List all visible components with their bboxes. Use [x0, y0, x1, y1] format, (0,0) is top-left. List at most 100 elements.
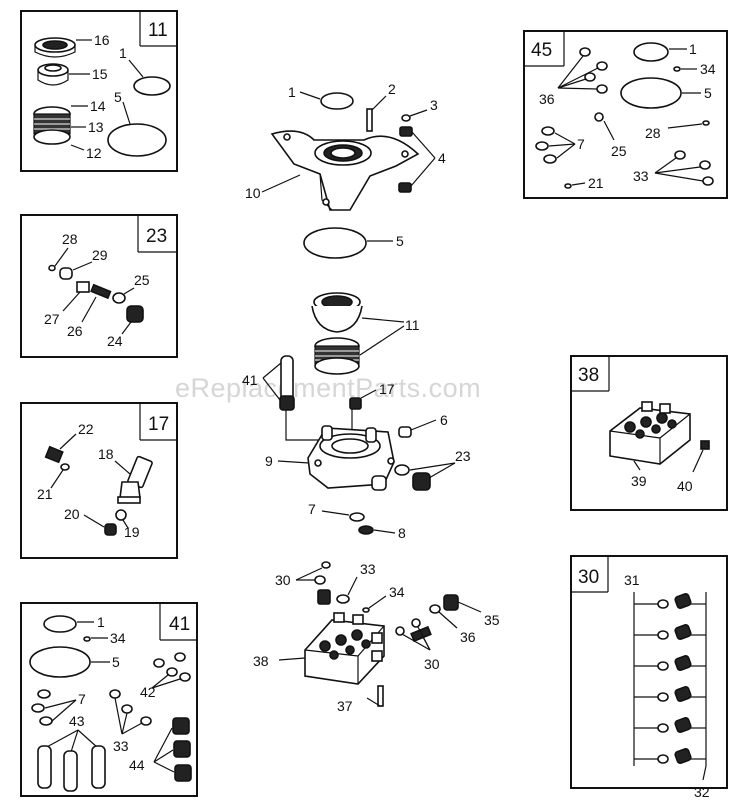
kit-30-oring	[657, 754, 669, 764]
kit-23-part-25	[112, 292, 126, 304]
main-label-23: 23	[455, 448, 471, 464]
kit-23-part-27	[76, 281, 90, 293]
kit-23-part-24-plug	[126, 305, 144, 323]
kit-23-part-29	[59, 267, 73, 280]
main-label-33: 33	[360, 561, 376, 577]
kit-30-number: 30	[578, 567, 599, 588]
main-label-38: 38	[253, 653, 269, 669]
kit-41-label-33: 33	[113, 738, 129, 754]
kit-11-number: 11	[148, 20, 168, 41]
main-label-5: 5	[396, 233, 404, 249]
kit-41-part-42a	[153, 658, 165, 668]
kit-11-label-16: 16	[94, 32, 110, 48]
kit-41-part-33b	[121, 704, 133, 714]
kit-30-label-32: 32	[694, 784, 710, 800]
kit-45-label-28: 28	[645, 125, 661, 141]
main-part-30c	[395, 626, 405, 636]
kit-45-part-34	[673, 66, 681, 72]
kit-41-part-33a	[109, 689, 121, 699]
kit-45-label-25: 25	[611, 143, 627, 159]
kit-11-label-12: 12	[86, 145, 102, 161]
watermark: eReplacementParts.com	[175, 373, 481, 403]
kit-11-label-1: 1	[119, 45, 127, 61]
kit-41-label-42: 42	[140, 684, 156, 700]
kit-45-box[interactable]: 45 1 34 36 5 28 25 7	[523, 30, 728, 199]
kit-45-part-7a	[541, 126, 555, 136]
kit-41-part-43b	[63, 750, 78, 792]
kit-41-number: 41	[169, 614, 190, 635]
main-part-8	[358, 525, 374, 535]
kit-11-label-13: 13	[88, 119, 104, 135]
main-label-6: 6	[440, 412, 448, 428]
main-part-41-plug	[279, 395, 295, 411]
kit-41-label-7: 7	[78, 691, 86, 707]
kit-30-spring	[674, 717, 692, 733]
main-part-41-piston	[280, 355, 294, 403]
kit-41-part-33c	[140, 716, 152, 726]
kit-30-spring	[674, 748, 692, 764]
kit-23-number: 23	[146, 226, 167, 247]
kit-17-part-20	[104, 523, 117, 536]
kit-45-part-33c	[702, 176, 714, 186]
kit-23-box[interactable]: 23 28 29 25 27 26 24	[20, 214, 178, 358]
main-part-1-oring	[320, 92, 354, 110]
kit-45-label-5: 5	[704, 85, 712, 101]
main-part-30b	[314, 575, 326, 585]
kit-45-label-21: 21	[588, 175, 604, 191]
main-bottom-group: 30 33 34 38 3	[253, 561, 500, 714]
main-label-3: 3	[430, 97, 438, 113]
kit-45-part-33b	[699, 160, 711, 170]
main-part-36	[429, 604, 441, 614]
kit-23-label-24: 24	[107, 333, 123, 349]
main-label-1: 1	[288, 84, 296, 100]
kit-17-label-22: 22	[78, 421, 94, 437]
kit-11-part-16-seal	[34, 37, 92, 58]
kit-45-part-5	[620, 77, 682, 109]
kit-41-part-44c	[174, 764, 192, 782]
kit-41-part-43c	[91, 745, 106, 789]
main-part-7-oring	[349, 512, 365, 522]
kit-45-part-7c	[543, 154, 557, 164]
main-label-2: 2	[388, 81, 396, 97]
kit-41-label-44: 44	[129, 757, 145, 773]
main-part-3	[401, 114, 411, 122]
main-part-34	[362, 607, 370, 613]
main-label-30-left: 30	[275, 572, 291, 588]
kit-30-oring	[657, 630, 669, 640]
kit-41-part-42b	[174, 652, 186, 662]
kit-30-spring	[674, 655, 692, 671]
kit-11-part-15-retainer	[37, 63, 90, 86]
kit-11-part-5-oring	[107, 123, 167, 157]
main-middle-group: 11 41 17 9 6 23 7	[242, 292, 471, 541]
kit-30-spring	[674, 624, 692, 640]
main-part-4b	[398, 182, 412, 193]
main-part-2-screw	[366, 108, 373, 132]
kit-38-box[interactable]: 38 39 40	[570, 355, 728, 511]
main-part-30-spring	[317, 589, 331, 605]
kit-23-label-27: 27	[44, 311, 60, 327]
main-part-23b	[412, 472, 431, 491]
main-part-6	[398, 426, 412, 438]
main-part-30a	[321, 561, 331, 569]
kit-11-label-14: 14	[90, 98, 106, 114]
kit-17-label-18: 18	[98, 446, 114, 462]
kit-41-part-42c	[166, 667, 178, 677]
main-part-4a	[399, 126, 413, 137]
main-top-group: 1 2 3 4 10 5	[245, 81, 446, 259]
kit-23-label-25: 25	[134, 272, 150, 288]
kit-41-box[interactable]: 41 1 34 5 7 42 33 43	[20, 602, 198, 797]
kit-41-part-7b	[31, 703, 45, 713]
main-part-11-seal-retainer	[311, 292, 363, 375]
main-label-8: 8	[398, 525, 406, 541]
kit-30-check-valves	[634, 593, 706, 764]
kit-17-box[interactable]: 17 22 21 18 19 20	[20, 402, 178, 559]
main-part-10-manifold	[270, 130, 420, 211]
kit-30-spring	[674, 686, 692, 702]
main-label-7: 7	[308, 501, 316, 517]
kit-30-box[interactable]: 30 31 32	[570, 555, 728, 800]
kit-41-part-42d	[179, 672, 191, 682]
kit-11-box[interactable]: 11 16 15 14 13 1	[20, 10, 178, 172]
main-label-9: 9	[265, 453, 273, 469]
kit-11-part-1-oring	[133, 76, 171, 96]
